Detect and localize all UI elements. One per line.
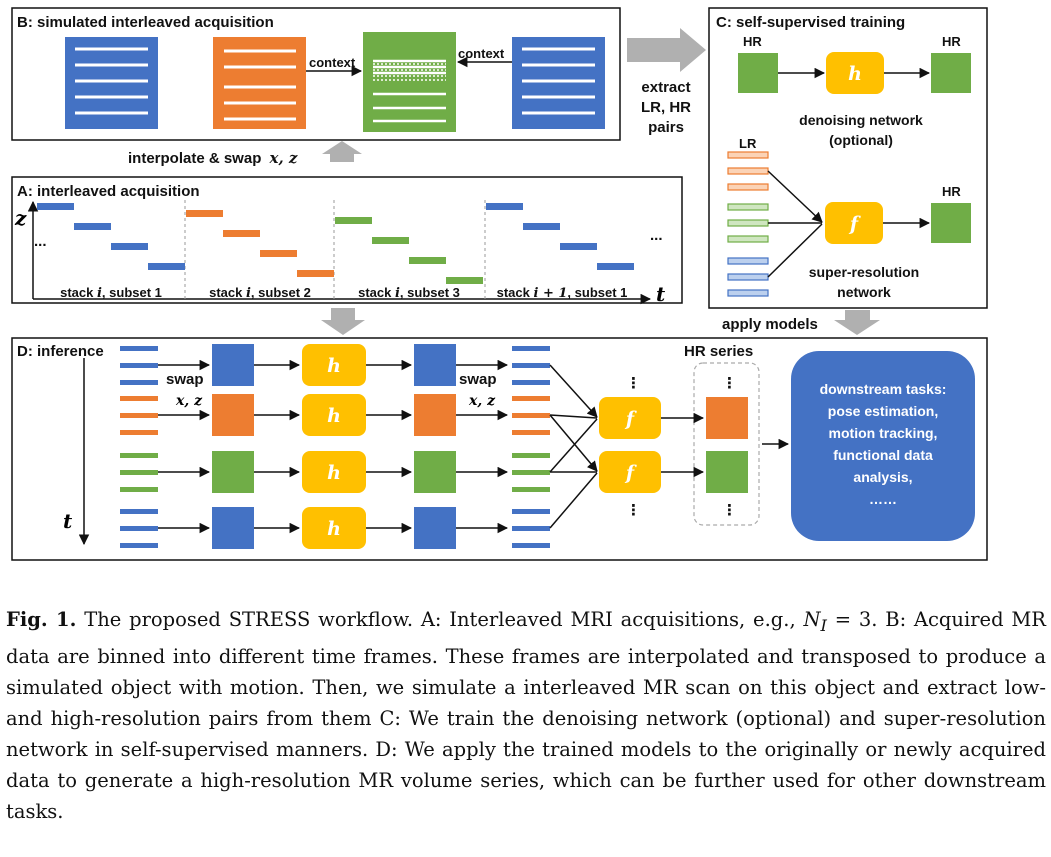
- hr-in-block: [738, 53, 778, 93]
- swap1-vars: x, z: [175, 393, 203, 409]
- dots-hr-bottom: ⋮: [722, 502, 737, 519]
- dots-hr-top: ⋮: [722, 375, 737, 392]
- downstream-line6: ……: [869, 491, 897, 507]
- hr-out-block: [931, 53, 971, 93]
- caption-ni-sub: I: [820, 615, 827, 635]
- apply-label: apply models: [722, 316, 818, 333]
- h-network-row2: [302, 394, 366, 436]
- h-symbol-d2: h: [327, 405, 341, 427]
- lr-label: LR: [739, 136, 757, 151]
- downstream-line3: motion tracking,: [829, 425, 938, 441]
- f-network-train: [825, 202, 883, 244]
- z-axis-label: z: [14, 206, 27, 230]
- extract-line1: extract: [641, 79, 690, 96]
- context-left-label: context: [309, 55, 356, 70]
- caption-label: Fig. 1.: [6, 608, 77, 631]
- arrow-extract: [627, 28, 706, 72]
- extract-line2: LR, HR: [641, 99, 691, 116]
- caption-ni: N: [803, 608, 821, 631]
- hr-in-label: HR: [743, 34, 762, 49]
- f-network-row1: [599, 397, 661, 439]
- hr-series-label: HR series: [684, 343, 753, 360]
- caption-text-1: The proposed STRESS workflow. A: Interle…: [76, 608, 804, 631]
- swap1-label: swap: [166, 371, 204, 388]
- subset-label-1: stack i, subset 1: [60, 285, 162, 301]
- context-right-label: context: [458, 46, 505, 61]
- arrow-apply: [834, 310, 880, 335]
- f-symbol-train: f: [848, 213, 861, 235]
- panel-d-title: D: inference: [17, 343, 104, 360]
- ellipsis-right: ...: [650, 227, 663, 244]
- workflow-figure: B: simulated interleaved acquisition: [11, 7, 988, 561]
- panel-c-title: C: self-supervised training: [716, 14, 905, 31]
- panel-a: A: interleaved acquisition z ... ... t: [11, 176, 683, 306]
- h-symbol-d4: h: [327, 518, 341, 540]
- f-symbol-d1: f: [624, 408, 637, 430]
- ellipsis-left: ...: [34, 233, 47, 250]
- t-axis-label: t: [656, 282, 666, 306]
- extract-line3: pairs: [648, 119, 684, 136]
- stack-green-target: [363, 32, 456, 132]
- sr-label-line2: network: [837, 284, 891, 300]
- hr-out-label: HR: [942, 34, 961, 49]
- hr-series-container: [693, 362, 760, 526]
- panel-c: C: self-supervised training HR HR h deno…: [708, 7, 988, 309]
- interp-text: interpolate & swap: [128, 150, 261, 167]
- panel-b-title: B: simulated interleaved acquisition: [17, 14, 274, 31]
- interp-label: interpolate & swap x, z: [128, 149, 298, 167]
- caption-text-2: = 3. B: Acquired MR data are binned into…: [6, 608, 1046, 823]
- panel-d: D: inference t swap x, z: [11, 337, 988, 561]
- downstream-line2: pose estimation,: [828, 403, 938, 419]
- arrow-a-to-d: [321, 308, 365, 335]
- arrow-interpolate: [322, 141, 362, 162]
- hr-output-green: [706, 451, 748, 493]
- panel-a-title: A: interleaved acquisition: [17, 183, 200, 200]
- h-network-row1: [302, 344, 366, 386]
- downstream-line5: analysis,: [853, 469, 912, 485]
- hr-sr-block: [931, 203, 971, 243]
- hr-sr-label: HR: [942, 184, 961, 199]
- downstream-line1: downstream tasks:: [820, 381, 947, 397]
- h-network-row3: [302, 451, 366, 493]
- denoise-label-line2: (optional): [829, 132, 893, 148]
- h-symbol-train: h: [848, 63, 862, 85]
- stack-blue-right: [512, 37, 605, 129]
- sr-label-line1: super-resolution: [809, 264, 919, 280]
- d-t-axis: t: [63, 509, 73, 533]
- panel-b: B: simulated interleaved acquisition: [11, 7, 621, 141]
- stack-blue-left: [65, 37, 158, 129]
- swap2-vars: x, z: [468, 393, 496, 409]
- downstream-tasks-box: [791, 351, 975, 541]
- f-network-row2: [599, 451, 661, 493]
- f-symbol-d2: f: [624, 462, 637, 484]
- subset-label-4: stack i + 1, subset 1: [497, 285, 628, 301]
- denoise-label-line1: denoising network: [799, 112, 923, 128]
- h-network-row4: [302, 507, 366, 549]
- interp-vars: x, z: [269, 149, 298, 167]
- h-symbol-d3: h: [327, 462, 341, 484]
- subset-label-2: stack i, subset 2: [209, 285, 311, 301]
- h-network-train: [826, 52, 884, 94]
- dots-f-bottom: ⋮: [626, 502, 641, 519]
- figure-caption: Fig. 1. The proposed STRESS workflow. A:…: [6, 604, 1046, 827]
- hr-output-orange: [706, 397, 748, 439]
- downstream-line4: functional data: [833, 447, 933, 463]
- swap2-label: swap: [459, 371, 497, 388]
- subset-label-3: stack i, subset 3: [358, 285, 460, 301]
- h-symbol-d1: h: [327, 355, 341, 377]
- dots-f-top: ⋮: [626, 375, 641, 392]
- extract-label: extract LR, HR pairs: [641, 79, 691, 136]
